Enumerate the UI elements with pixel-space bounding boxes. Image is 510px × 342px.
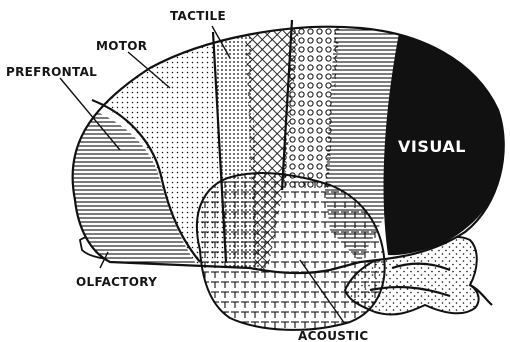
- visual-label: VISUAL: [398, 137, 466, 156]
- prefrontal-label: PREFRONTAL: [6, 65, 97, 79]
- olfactory-label: OLFACTORY: [76, 275, 157, 289]
- tactile-label: TACTILE: [170, 9, 226, 23]
- acoustic-label: ACOUSTIC: [298, 329, 369, 342]
- motor-label: MOTOR: [96, 39, 147, 53]
